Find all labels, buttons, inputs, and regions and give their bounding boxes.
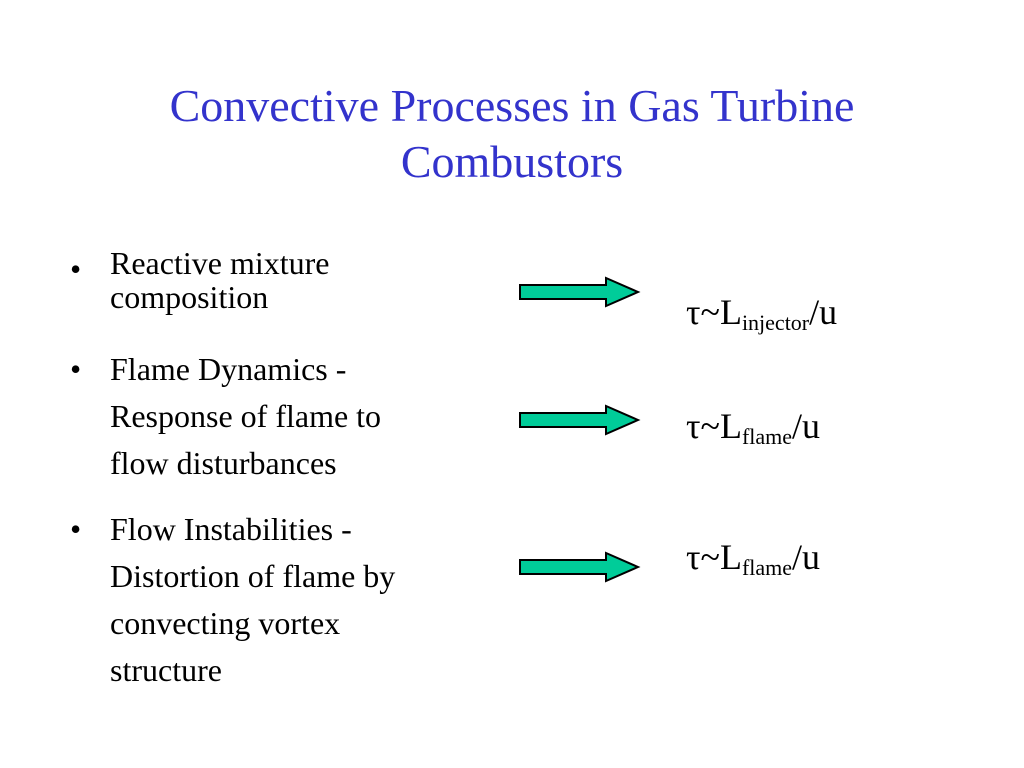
bullet-item-reactive-mixture: • Reactive mixture composition (70, 246, 490, 314)
bullet-text-line: composition (110, 279, 269, 315)
formula-suffix: /u (792, 406, 821, 446)
bullet-text-line: Distortion of flame by (110, 558, 396, 594)
bullet-marker: • (70, 251, 82, 287)
bullet-text-line: convecting vortex (110, 605, 341, 641)
formula-suffix: /u (792, 537, 821, 577)
slide-title-line-2: Combustors (400, 136, 624, 187)
bullet-text: Reactive mixture composition (110, 246, 490, 314)
bullet-text: Flow Instabilities - Distortion of flame… (110, 506, 490, 694)
formula-flame-time-scale: τ~Lflame/u (686, 406, 821, 449)
bullet-text-line: structure (110, 652, 222, 688)
bullet-marker: • (70, 511, 82, 547)
formula-prefix: τ~L (686, 406, 742, 446)
formula-prefix: τ~L (686, 292, 742, 332)
formula-flame-time-scale: τ~Lflame/u (686, 537, 821, 580)
bullet-text-line: Response of flame to (110, 398, 382, 434)
formula-prefix: τ~L (686, 537, 742, 577)
formula-suffix: /u (809, 292, 838, 332)
bullet-text-line: Flame Dynamics - (110, 351, 347, 387)
formula-subscript: flame (741, 555, 793, 580)
bullet-text: Flame Dynamics - Response of flame to fl… (110, 346, 490, 487)
formula-subscript: injector (741, 310, 810, 335)
bullet-text-line: Flow Instabilities - (110, 511, 352, 547)
bullet-text-line: Reactive mixture (110, 245, 330, 281)
right-arrow-icon (519, 551, 641, 583)
right-arrow-icon (519, 276, 641, 308)
bullet-item-flame-dynamics: • Flame Dynamics - Response of flame to … (70, 346, 490, 487)
bullet-item-flow-instabilities: • Flow Instabilities - Distortion of fla… (70, 506, 490, 694)
slide-title: Convective Processes in Gas Turbine Comb… (60, 78, 964, 190)
right-arrow-icon (519, 404, 641, 436)
slide-title-line-1: Convective Processes in Gas Turbine (169, 80, 855, 131)
formula-subscript: flame (741, 424, 793, 449)
bullet-marker: • (70, 351, 82, 387)
bullet-text-line: flow disturbances (110, 445, 337, 481)
formula-injector-time-scale: τ~Linjector/u (686, 292, 838, 335)
